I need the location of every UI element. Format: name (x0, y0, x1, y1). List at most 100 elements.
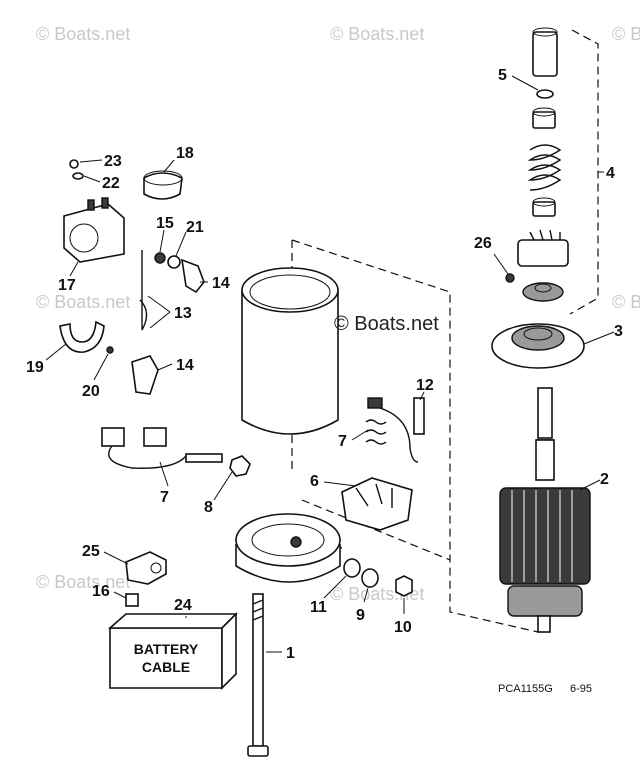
drive-end-cap (491, 323, 585, 369)
brush-lead-wire (108, 445, 187, 469)
solenoid-body (63, 203, 125, 263)
bolt-16 (125, 593, 139, 607)
leader-6 (323, 481, 357, 487)
drive-cap (532, 31, 558, 77)
diagram-date: 6-95 (570, 683, 592, 695)
brush-springs (365, 419, 387, 445)
housing-top (241, 267, 339, 313)
label-12: 12 (416, 377, 434, 394)
armature-shaft-bottom (537, 615, 551, 633)
washer-9 (361, 568, 379, 588)
brush-right (143, 427, 167, 447)
leader-23 (79, 159, 103, 163)
leader-17 (69, 261, 79, 277)
stop-nut (505, 273, 515, 283)
leader-lines (45, 75, 615, 653)
label-4: 4 (606, 165, 615, 182)
leader-14b (157, 363, 173, 371)
retaining-ring (536, 89, 554, 99)
leader-16 (113, 591, 127, 599)
pinion-teeth (529, 229, 561, 241)
leader-5 (511, 75, 539, 91)
nut-23 (69, 159, 79, 169)
boot-14-upper (181, 258, 205, 294)
watermark-top-right-edge: © Boats.net (612, 24, 640, 44)
armature-windings (499, 487, 591, 585)
boot-18-rim (143, 170, 183, 186)
label-23: 23 (104, 153, 122, 170)
washer-22 (72, 172, 84, 180)
leader-22 (83, 175, 101, 183)
end-frame-inner (251, 523, 325, 557)
pinion-gear (517, 239, 569, 267)
nut-8 (229, 455, 251, 477)
leader-11 (323, 575, 347, 599)
part-number-labels: 1 2 3 4 5 6 7 7 8 9 10 11 12 13 14 14 15… (26, 67, 623, 662)
brush-left (101, 427, 125, 447)
label-22: 22 (102, 175, 120, 192)
field-housing (241, 267, 339, 435)
battery-cable-box: BATTERY CABLE (107, 612, 238, 690)
label-14b: 14 (176, 357, 194, 374)
brush-holder-plate (341, 477, 413, 531)
watermark-bottom-left: © Boats.net (36, 572, 130, 592)
armature-spline-section (535, 439, 555, 481)
clamp-25 (125, 551, 167, 585)
boot-14-lower (131, 355, 159, 395)
leader-13 (147, 295, 171, 329)
leader-2 (579, 479, 601, 491)
leader-7b (159, 461, 169, 487)
watermark-mid-left: © Boats.net (36, 292, 130, 312)
brush-holder-assembly (341, 397, 425, 531)
brush-lead (379, 407, 419, 463)
leader-3 (583, 331, 615, 345)
label-2: 2 (600, 471, 609, 488)
drive-cap-top (532, 27, 558, 37)
solenoid-terminal-a (87, 199, 95, 211)
battery-box-top (107, 613, 238, 629)
spring-cup (532, 201, 556, 217)
nut-10 (395, 575, 413, 597)
battery-box-line2: CABLE (142, 659, 190, 675)
drive-stack (505, 27, 569, 302)
leader-21 (175, 231, 187, 257)
commutator-end-frame (235, 513, 341, 583)
label-17: 17 (58, 277, 76, 294)
label-6: 6 (310, 473, 319, 490)
label-18: 18 (176, 145, 194, 162)
assembly-dash-lower (301, 499, 451, 561)
label-20: 20 (82, 383, 100, 400)
leader-7a (351, 429, 369, 441)
drive-collar (532, 111, 556, 129)
battery-box-side (221, 612, 237, 690)
brush-set-with-lead (101, 427, 251, 477)
battery-box-line1: BATTERY (134, 641, 199, 657)
assembly-dash-frame (291, 239, 539, 633)
screw-20 (106, 346, 114, 354)
label-7a: 7 (338, 433, 347, 450)
label-13: 13 (174, 305, 192, 322)
end-cap-bore (523, 327, 553, 341)
brush-holder-arms (355, 483, 393, 508)
commutator (507, 585, 583, 617)
label-9: 9 (356, 607, 365, 624)
washer-15 (154, 252, 166, 264)
solenoid-face (69, 223, 99, 253)
leader-19 (45, 343, 67, 361)
brush-block (367, 397, 383, 409)
spring-cup-top (532, 197, 556, 207)
label-14a: 14 (212, 275, 230, 292)
label-7b: 7 (160, 489, 169, 506)
leader-15 (159, 229, 165, 253)
label-26: 26 (474, 235, 492, 252)
armature-slots (511, 490, 573, 582)
label-5: 5 (498, 67, 507, 84)
watermark-right-edge: © Boats.net (612, 292, 640, 312)
watermark-main: © Boats.net (334, 313, 439, 335)
label-11: 11 (310, 599, 327, 616)
battery-box-front (109, 627, 223, 689)
leader-8 (213, 471, 233, 501)
boot-18 (143, 172, 183, 200)
